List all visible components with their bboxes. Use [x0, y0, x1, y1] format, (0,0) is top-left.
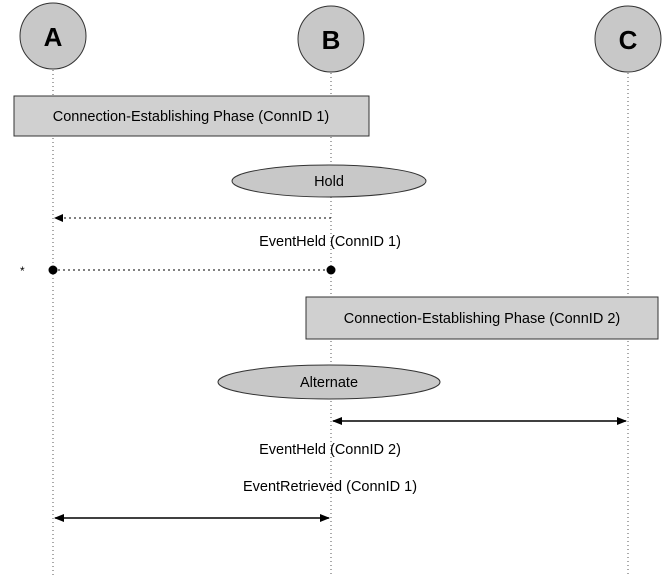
actor-c: C: [594, 5, 662, 73]
actor-c-label: C: [619, 25, 638, 55]
operation-hold-label: Hold: [314, 174, 344, 190]
phase-box-connid-1-rect: [13, 95, 370, 137]
actor-b-circle: [297, 5, 365, 73]
phase-box-connid-1-label: Connection-Establishing Phase (ConnID 1): [53, 109, 329, 125]
actor-b: B: [297, 5, 365, 73]
phase-box-connid-2-label: Connection-Establishing Phase (ConnID 2): [344, 311, 620, 327]
operation-alternate-ellipse: [217, 364, 441, 400]
operation-alternate: Alternate: [217, 364, 441, 400]
actor-c-circle: [594, 5, 662, 73]
operation-alternate-label: Alternate: [300, 375, 358, 391]
event-retrieved-connid-1-label: EventRetrieved (ConnID 1): [243, 479, 417, 495]
actor-a-circle: [19, 2, 87, 70]
event-held-connid-2-label: EventHeld (ConnID 2): [259, 442, 401, 458]
operation-hold: Hold: [231, 164, 427, 198]
operation-hold-ellipse: [231, 164, 427, 198]
phase-box-connid-2-rect: [305, 296, 659, 340]
actor-b-label: B: [322, 25, 341, 55]
connector-dot-b: [326, 265, 336, 275]
phase-box-connid-1: Connection-Establishing Phase (ConnID 1): [13, 95, 370, 137]
actor-a: A: [19, 2, 87, 70]
actor-a-label: A: [44, 22, 63, 52]
asterisk-marker: *: [20, 264, 25, 278]
connector-dot-a: [48, 265, 58, 275]
phase-box-connid-2: Connection-Establishing Phase (ConnID 2): [305, 296, 659, 340]
event-held-connid-1-label: EventHeld (ConnID 1): [259, 234, 401, 250]
